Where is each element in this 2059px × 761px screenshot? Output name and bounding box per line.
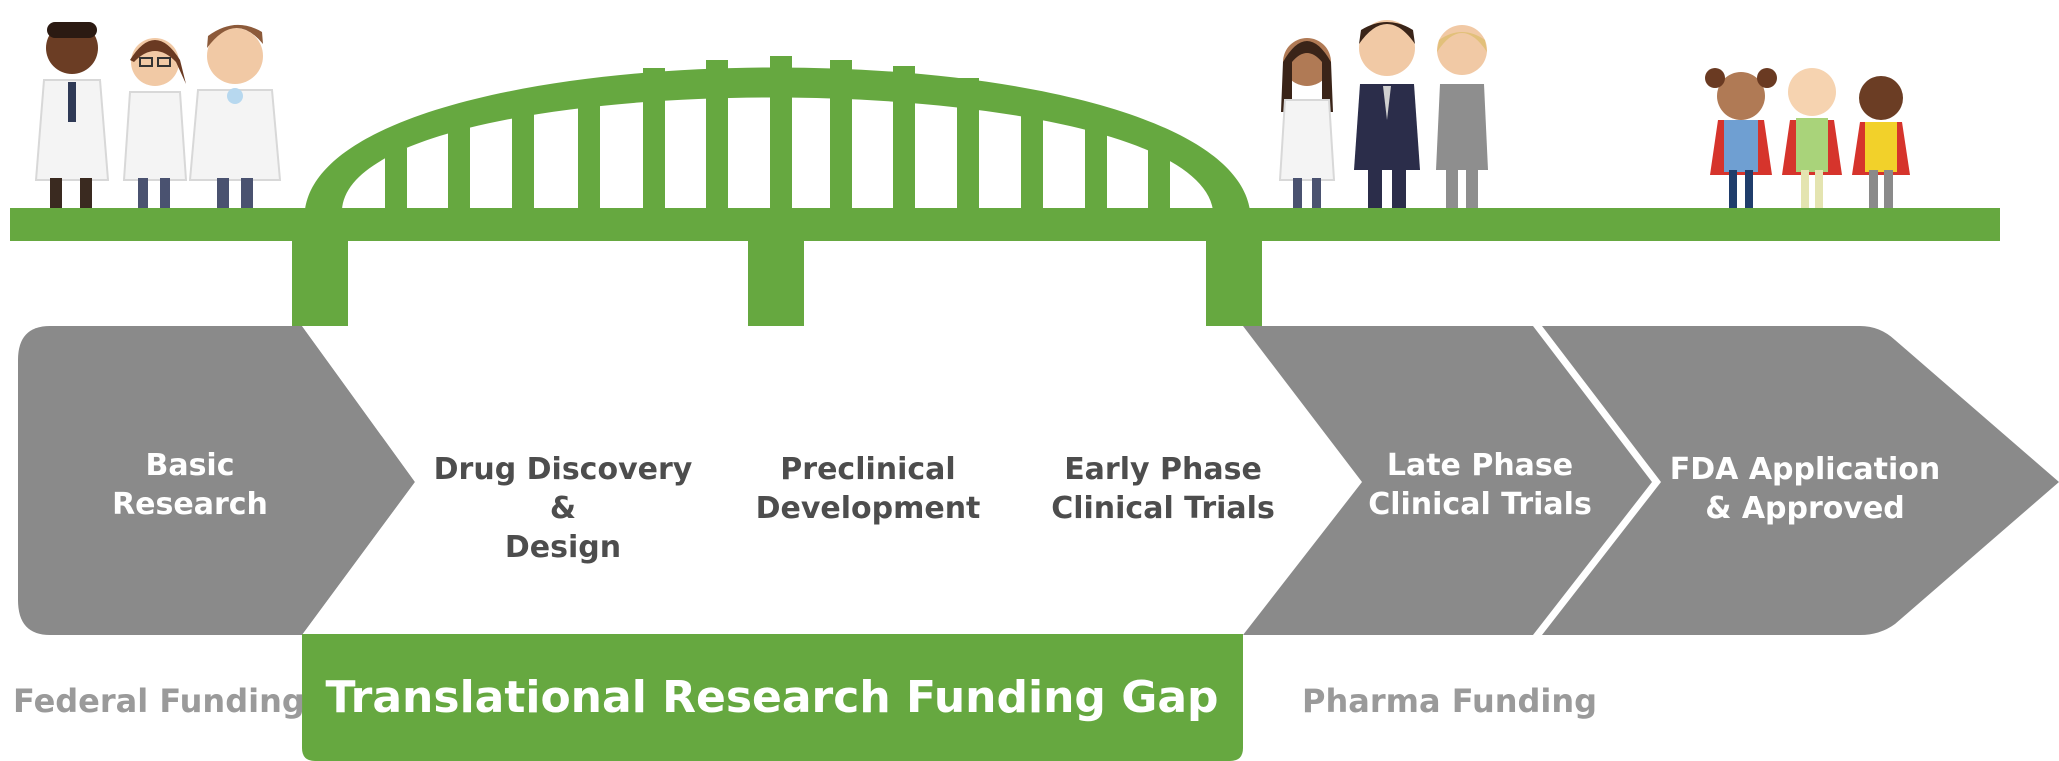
businesswoman-figure	[1436, 25, 1488, 208]
bridge-pier-left	[292, 230, 348, 326]
chevron-funding-gap	[302, 326, 1362, 635]
stage-label-drug-discovery: Drug Discovery & Design	[433, 452, 693, 565]
chevron-late-phase	[1243, 326, 1652, 635]
bridge-arch	[305, 67, 1250, 210]
scientist-man-figure	[34, 22, 110, 208]
bridge	[10, 56, 2000, 326]
chevron-fda	[1542, 326, 2059, 635]
bridge-pier-middle	[748, 230, 804, 326]
stage-label-fda: FDA Application & Approved	[1669, 452, 1941, 526]
stage-label-preclinical: Preclinical Development	[755, 452, 981, 526]
stage-label-basic-research: Basic Research	[112, 448, 268, 522]
stage-label-early-phase: Early Phase Clinical Trials	[1051, 452, 1275, 526]
funding-gap-bar	[302, 634, 1243, 761]
doctor-woman-figure	[1278, 38, 1336, 208]
pharma-funding-label: Pharma Funding	[1302, 682, 1598, 720]
businessman-figure	[1354, 20, 1420, 208]
boy-superhero-figure	[1852, 76, 1910, 208]
children-group	[1705, 68, 1910, 208]
federal-funding-label: Federal Funding	[13, 682, 305, 720]
bridge-hangers	[385, 56, 1170, 210]
professionals-group	[1278, 20, 1488, 208]
girl-superhero-figure	[1705, 68, 1777, 208]
researchers-group	[34, 22, 282, 208]
funding-gap-title: Translational Research Funding Gap	[325, 672, 1219, 723]
stage-label-late-phase: Late Phase Clinical Trials	[1368, 448, 1592, 522]
scientist-woman-glasses-figure	[122, 38, 188, 208]
chevron-basic-research	[18, 326, 415, 635]
process-chevrons	[18, 326, 2059, 635]
bridge-pier-right	[1206, 230, 1262, 326]
scientist-man-beard-figure	[188, 24, 282, 208]
bald-child-superhero-figure	[1782, 68, 1842, 208]
